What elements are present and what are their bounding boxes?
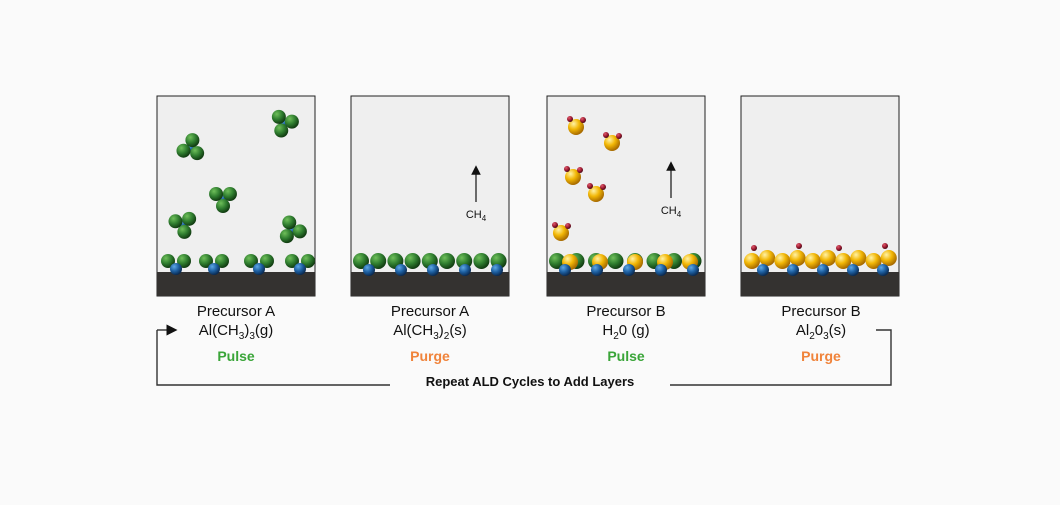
water-molecule [552,222,571,241]
byproduct-label: CH4 [466,209,487,223]
byproduct-label: CH4 [661,205,682,219]
panel-3-precursor: Precursor B [586,303,666,320]
water-molecule [567,116,586,135]
cycle-return-line [156,324,892,386]
substrate [157,272,315,296]
water-molecule [603,132,622,151]
chamber-panel-1 [156,95,316,297]
chamber-panel-3: CH4 [546,95,706,297]
cycle-label: Repeat ALD Cycles to Add Layers [390,374,670,389]
panel-3-phase: Pulse [607,348,645,364]
chamber-panel-2: CH4 [350,95,510,297]
substrate [741,272,899,296]
tma-molecule [279,215,307,244]
panel-2-phase: Purge [410,348,450,364]
panel-1-precursor: Precursor A [196,303,276,320]
tma-molecule [176,133,205,161]
chamber-panel-4 [740,95,900,297]
tma-molecule [271,109,299,138]
panel-4-phase: Purge [801,348,841,364]
substrate [547,272,705,296]
panel-4-precursor: Precursor B [781,303,861,320]
tma-molecule [209,187,237,213]
panel-1-phase: Pulse [217,348,255,364]
tma-molecule [168,211,197,239]
panel-2-formula: Al(CH3)2(s) [393,322,467,342]
panel-4-formula: Al203(s) [795,322,847,342]
panel-1-formula: Al(CH3)3(g) [198,322,274,342]
panel-2-precursor: Precursor A [390,303,470,320]
water-molecule [587,183,606,202]
panel-3-formula: H20 (g) [602,322,650,342]
substrate [351,272,509,296]
water-molecule [564,166,583,185]
